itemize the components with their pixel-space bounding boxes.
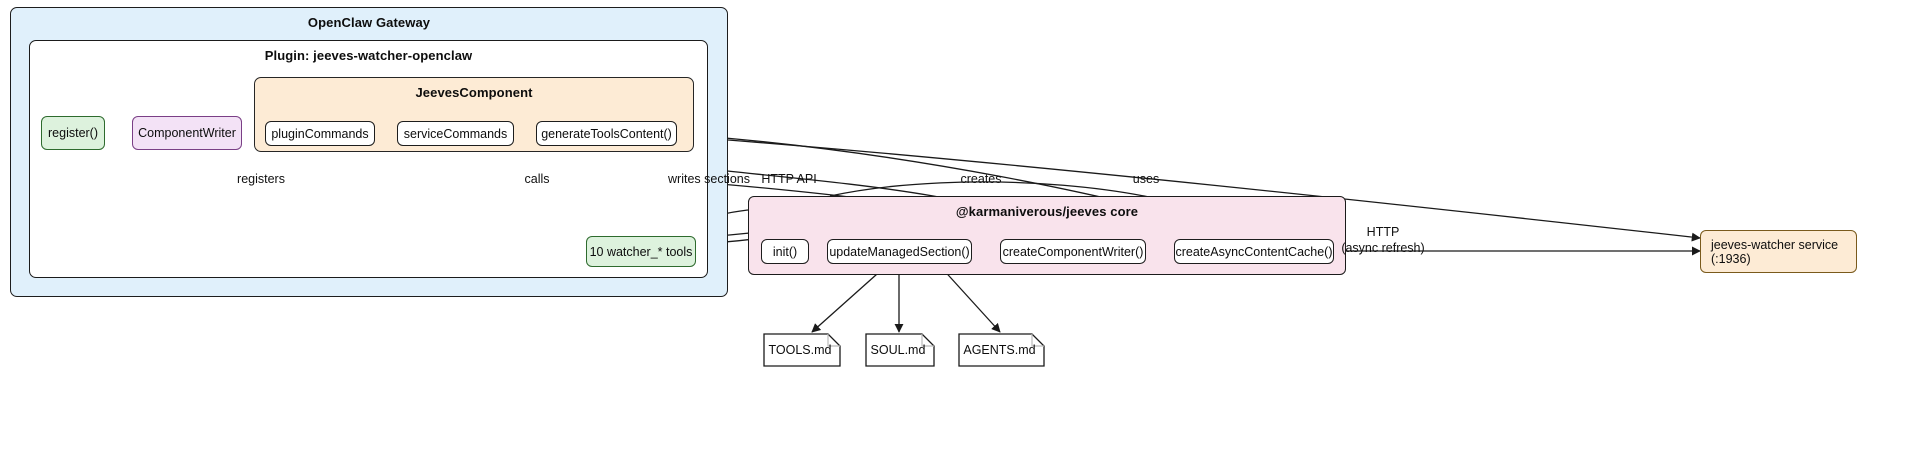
node-register[interactable]: register() — [41, 116, 105, 150]
document-icon — [763, 333, 841, 367]
doc-label-soul-md: SOUL.md — [870, 343, 926, 357]
edge-label-http-line1: HTTP — [1366, 225, 1400, 239]
node-init[interactable]: init() — [761, 239, 809, 264]
node-generate-tools-content[interactable]: generateToolsContent() — [536, 121, 677, 146]
jeeves-component-title: JeevesComponent — [415, 85, 533, 100]
doc-node-soul-md[interactable]: SOUL.md — [864, 332, 936, 368]
gateway-title: OpenClaw Gateway — [307, 15, 431, 30]
doc-node-agents-md[interactable]: AGENTS.md — [957, 332, 1046, 368]
node-plugin-commands[interactable]: pluginCommands — [265, 121, 375, 146]
document-icon — [958, 333, 1045, 367]
edge-label-creates: creates — [960, 172, 1002, 186]
document-icon — [865, 333, 935, 367]
doc-label-agents-md: AGENTS.md — [963, 343, 1036, 357]
edge-updatemanagedsection-to-agents-md — [939, 265, 1001, 333]
jeeves-watcher-service-port: (:1936) — [1711, 251, 1751, 266]
edge-label-calls: calls — [524, 172, 550, 186]
node-service-commands[interactable]: serviceCommands — [397, 121, 514, 146]
node-component-writer[interactable]: ComponentWriter — [132, 116, 242, 150]
node-create-async-content-cache[interactable]: createAsyncContentCache() — [1174, 239, 1334, 264]
edge-label-http-api: HTTP API — [761, 172, 817, 186]
node-update-managed-section[interactable]: updateManagedSection() — [827, 239, 972, 264]
jeeves-watcher-service-name: jeeves-watcher service — [1711, 237, 1839, 252]
node-create-component-writer[interactable]: createComponentWriter() — [1000, 239, 1146, 264]
node-watcher-tools[interactable]: 10 watcher_* tools — [586, 236, 696, 267]
plugin-title: Plugin: jeeves-watcher-openclaw — [264, 48, 473, 63]
edge-updatemanagedsection-to-tools-md — [811, 265, 887, 333]
edge-label-registers: registers — [237, 172, 285, 186]
edge-label-http-line2: (async refresh) — [1341, 241, 1425, 255]
edge-label-uses: uses — [1132, 172, 1160, 186]
edge-label-async-refresh: (async refresh) — [1341, 241, 1424, 255]
doc-node-tools-md[interactable]: TOOLS.md — [762, 332, 842, 368]
jeeves-core-title: @karmaniverous/jeeves core — [955, 204, 1139, 219]
node-jeeves-watcher-service[interactable]: jeeves-watcher service (:1936) — [1700, 230, 1857, 273]
edge-label-http: HTTP — [1367, 225, 1400, 239]
doc-label-tools-md: TOOLS.md — [768, 343, 832, 357]
edge-label-writes-sections: writes sections — [668, 172, 750, 186]
